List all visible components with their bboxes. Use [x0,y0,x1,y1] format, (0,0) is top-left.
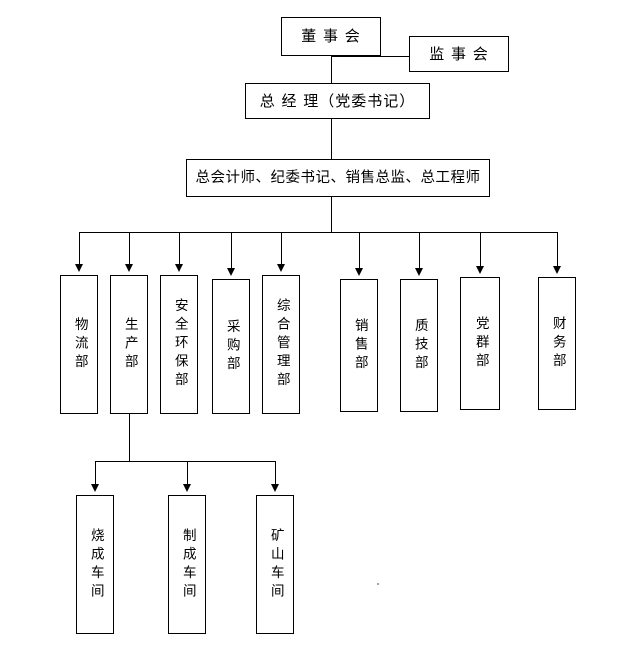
connector-department-branch [557,232,559,268]
arrowhead-down-icon [476,266,484,274]
node-workshop-2[interactable]: 制成车间 [168,495,206,634]
node-workshop-label: 制成车间 [179,527,196,602]
connector-department-branch [79,232,81,266]
connector-department-branch [480,232,482,268]
connector-department-branch [281,232,283,266]
node-department-9[interactable]: 财务部 [538,277,576,410]
connector-general-manager-to-senior-staff [331,119,333,159]
node-senior-staff[interactable]: 总会计师、纪委书记、销售总监、总工程师 [186,159,490,197]
arrowhead-down-icon [227,268,235,276]
connector-department-branch [419,232,421,270]
arrowhead-down-icon [271,484,279,492]
node-department-2[interactable]: 生产部 [110,275,148,414]
connector-department-branch [129,232,131,266]
arrowhead-down-icon [553,266,561,274]
node-department-1[interactable]: 物流部 [60,275,98,414]
node-board-of-supervisors[interactable]: 监 事 会 [409,36,509,72]
connector-department-branch [231,232,233,270]
arrowhead-down-icon [183,484,191,492]
connector-workshop-branch [187,461,189,486]
node-workshop-1[interactable]: 烧成车间 [76,495,114,634]
node-department-5[interactable]: 综合管理部 [262,275,300,414]
node-department-label: 党群部 [472,315,489,372]
stray-artifact-dot [377,583,379,585]
node-general-manager[interactable]: 总 经 理（党委书记） [245,83,430,119]
node-department-6[interactable]: 销售部 [340,279,378,412]
node-board-of-directors-label: 董 事 会 [301,27,361,46]
node-department-4[interactable]: 采购部 [212,279,250,414]
arrowhead-down-icon [355,268,363,276]
arrowhead-down-icon [277,264,285,272]
arrowhead-down-icon [125,264,133,272]
arrowhead-down-icon [415,268,423,276]
connector-board-to-supervisors [331,56,409,58]
node-workshop-label: 烧成车间 [87,527,104,602]
arrowhead-down-icon [175,264,183,272]
connector-workshop-branch [95,461,97,486]
node-department-label: 生产部 [121,316,138,373]
connector-workshop-branch [275,461,277,486]
node-department-label: 质技部 [411,317,428,374]
node-board-of-supervisors-label: 监 事 会 [429,44,489,63]
node-general-manager-label: 总 经 理（党委书记） [259,91,416,110]
connector-department-branch [359,232,361,270]
node-board-of-directors[interactable]: 董 事 会 [281,17,381,56]
node-department-label: 综合管理部 [273,298,290,391]
node-department-label: 物流部 [71,316,88,373]
arrowhead-down-icon [75,264,83,272]
node-department-label: 财务部 [549,315,566,372]
node-department-label: 采购部 [223,318,240,375]
node-department-7[interactable]: 质技部 [400,279,438,412]
node-department-8[interactable]: 党群部 [460,277,500,410]
node-department-label: 销售部 [351,317,368,374]
node-department-label: 安全环保部 [171,298,188,391]
node-department-3[interactable]: 安全环保部 [160,275,198,414]
connector-senior-staff-drop [331,197,333,232]
connector-department-bus [79,232,557,234]
connector-department-branch [179,232,181,266]
node-senior-staff-label: 总会计师、纪委书记、销售总监、总工程师 [195,169,481,186]
arrowhead-down-icon [91,484,99,492]
node-workshop-3[interactable]: 矿山车间 [256,495,294,634]
connector-workshop-bus [95,461,275,463]
connector-board-to-general-manager [331,56,333,83]
connector-production-drop [129,414,131,461]
node-workshop-label: 矿山车间 [267,527,284,602]
